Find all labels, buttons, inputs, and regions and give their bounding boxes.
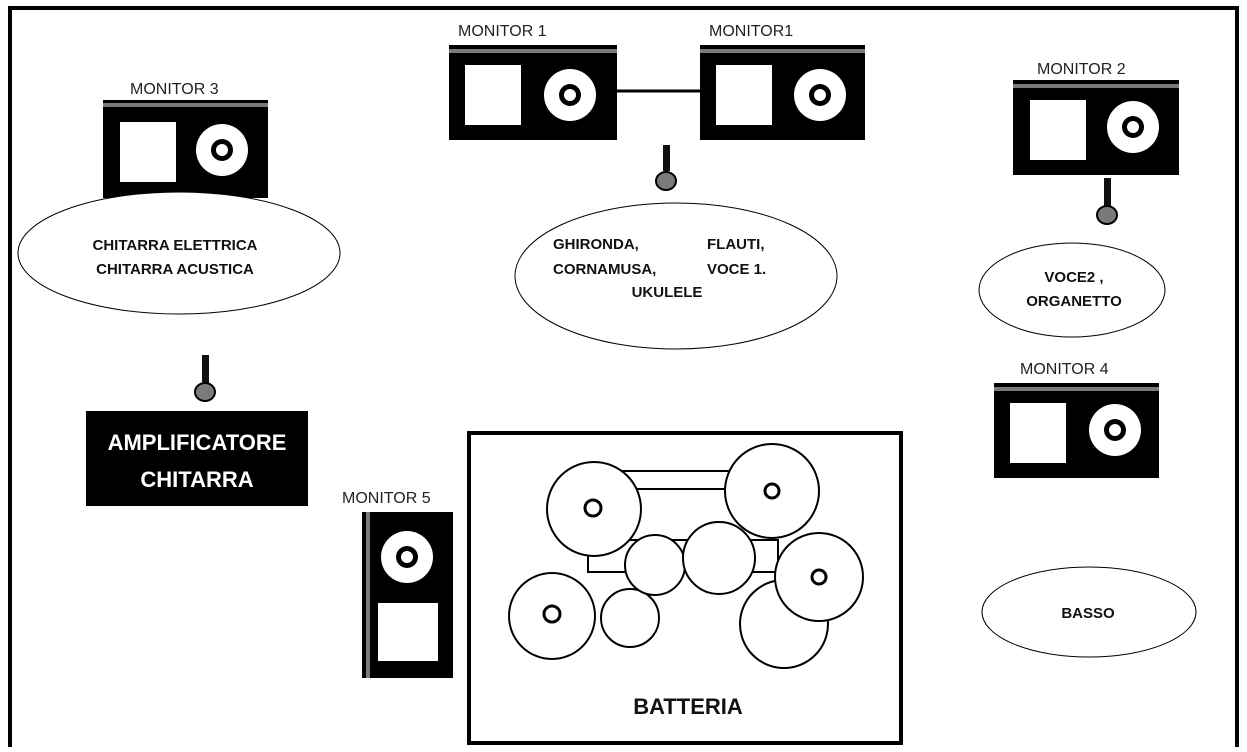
monitor-2 bbox=[1013, 80, 1179, 175]
monitor-1-right bbox=[700, 45, 865, 140]
center-zone-right-line-1: FLAUTI, bbox=[707, 236, 765, 253]
microphone-icon bbox=[655, 145, 677, 191]
monitor-4-label: MONITOR 4 bbox=[1020, 361, 1109, 378]
drums-label: BATTERIA bbox=[633, 694, 743, 719]
voice2-zone bbox=[978, 242, 1166, 338]
monitor-3 bbox=[103, 100, 268, 198]
monitor-1-left-label: MONITOR 1 bbox=[458, 23, 547, 40]
microphone-icon bbox=[194, 355, 216, 402]
guitar-zone-line-1: CHITARRA ELETTRICA bbox=[93, 237, 258, 254]
center-zone-right-line-2: VOCE 1. bbox=[707, 261, 766, 278]
monitor-3-label: MONITOR 3 bbox=[130, 81, 219, 98]
guitar-zone bbox=[17, 191, 341, 315]
center-zone-left-line-1: GHIRONDA, bbox=[553, 236, 639, 253]
guitar-zone-line-2: CHITARRA ACUSTICA bbox=[96, 261, 254, 278]
bass-zone-label: BASSO bbox=[1061, 605, 1115, 622]
bass-zone bbox=[981, 566, 1197, 658]
voice2-zone-line-2: ORGANETTO bbox=[1026, 293, 1122, 310]
amplifier-line-2: CHITARRA bbox=[140, 467, 253, 492]
drum-kit bbox=[508, 443, 864, 669]
monitor-1-right-label: MONITOR1 bbox=[709, 23, 793, 40]
guitar-amplifier bbox=[86, 411, 308, 506]
microphone-icon bbox=[1096, 178, 1118, 225]
center-zone-left-line-2: CORNAMUSA, bbox=[553, 261, 656, 278]
stage-border bbox=[8, 6, 1239, 752]
monitor-1-left bbox=[449, 45, 617, 140]
monitor-2-label: MONITOR 2 bbox=[1037, 61, 1126, 78]
center-zone bbox=[514, 202, 838, 350]
center-zone-bottom: UKULELE bbox=[632, 284, 703, 301]
voice2-zone-line-1: VOCE2 , bbox=[1044, 269, 1103, 286]
monitor-4 bbox=[994, 383, 1159, 478]
monitor-5-label: MONITOR 5 bbox=[342, 490, 431, 507]
monitor-5 bbox=[362, 512, 453, 678]
amplifier-line-1: AMPLIFICATORE bbox=[108, 430, 287, 455]
